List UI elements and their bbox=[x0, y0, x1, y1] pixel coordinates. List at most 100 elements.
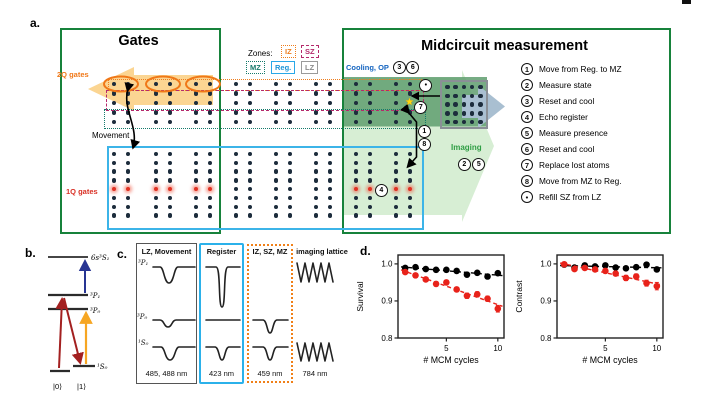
zone-atom bbox=[247, 100, 253, 106]
wavelength-0: 485, 488 nm bbox=[145, 369, 188, 378]
zone-chip-sz: SZ bbox=[301, 45, 319, 58]
1q-gate-atom bbox=[125, 186, 131, 192]
potential-box-register bbox=[199, 243, 244, 384]
step-text: Move from MZ to Reg. bbox=[539, 176, 622, 186]
data-point bbox=[494, 269, 502, 277]
step-text: Reset and cool bbox=[539, 96, 595, 106]
register-atom bbox=[327, 213, 333, 218]
register-atom bbox=[273, 195, 279, 201]
1q-gate-atom bbox=[207, 186, 213, 192]
panel-c-label: c. bbox=[117, 247, 128, 261]
curve-lzmove-3p1 bbox=[152, 266, 196, 284]
step-text: Refill SZ from LZ bbox=[539, 192, 602, 202]
potential-title-1: Register bbox=[206, 247, 237, 256]
cooling-op-label: Cooling, OP bbox=[346, 62, 389, 72]
data-point bbox=[653, 266, 661, 273]
register-atom bbox=[313, 160, 319, 166]
data-point bbox=[484, 273, 491, 280]
register-atom bbox=[273, 213, 279, 218]
gates-box bbox=[60, 28, 221, 234]
potential-title-0: LZ, Movement bbox=[141, 247, 192, 256]
register-atom bbox=[233, 178, 239, 183]
step-number-badge: 2 bbox=[521, 79, 533, 91]
register-atom bbox=[153, 160, 159, 166]
zone-atom bbox=[273, 100, 279, 106]
step-text: Reset and cool bbox=[539, 144, 595, 154]
wavelength-2: 459 nm bbox=[257, 369, 283, 378]
zone-atom bbox=[207, 119, 213, 125]
chart-frame bbox=[397, 254, 505, 339]
register-atom bbox=[111, 151, 117, 157]
zone-chip-mz: MZ bbox=[246, 61, 265, 74]
zone-atom bbox=[247, 81, 253, 87]
mz-zone-box bbox=[104, 108, 426, 129]
register-atom bbox=[153, 151, 159, 157]
zone-atom bbox=[247, 119, 253, 125]
register-atom bbox=[247, 151, 253, 157]
label-ket1: |1⟩ bbox=[77, 382, 86, 391]
zone-atom bbox=[327, 81, 333, 87]
mcm-step-item: 3 Reset and cool bbox=[521, 95, 671, 107]
data-point bbox=[612, 270, 619, 277]
gates-title: Gates bbox=[118, 33, 159, 49]
data-point bbox=[581, 264, 589, 272]
zone-atom bbox=[247, 91, 253, 96]
register-atom bbox=[111, 169, 117, 174]
data-point bbox=[571, 265, 578, 273]
register-atom bbox=[327, 204, 333, 210]
data-point bbox=[432, 280, 440, 288]
potential-title-3: imaging lattice bbox=[296, 247, 348, 256]
zone-atom bbox=[313, 100, 319, 106]
register-atom bbox=[233, 186, 239, 192]
data-point bbox=[432, 266, 440, 274]
register-atom bbox=[125, 195, 131, 201]
data-point bbox=[453, 267, 460, 275]
register-atom bbox=[233, 160, 239, 166]
step-text: Measure presence bbox=[539, 128, 608, 138]
zone-atom bbox=[273, 91, 279, 96]
zone-atom bbox=[233, 119, 239, 125]
zone-atom bbox=[111, 110, 117, 115]
zone-atom bbox=[153, 119, 159, 125]
curve-lzmove-1s0 bbox=[152, 346, 196, 361]
pump-down-arrow bbox=[63, 297, 84, 365]
panel-a-label: a. bbox=[30, 16, 41, 30]
y-axis-label: Contrast bbox=[514, 280, 524, 313]
potential-title-2: IZ, SZ, MZ bbox=[252, 247, 288, 256]
mcm-box bbox=[342, 28, 671, 234]
pump-up-arrow bbox=[55, 297, 68, 369]
register-atom bbox=[287, 186, 293, 192]
panel-b-label: b. bbox=[25, 246, 36, 260]
zone-atom bbox=[313, 81, 319, 87]
data-point bbox=[422, 265, 430, 273]
zone-atom bbox=[111, 119, 117, 125]
data-point bbox=[591, 266, 599, 273]
register-atom bbox=[287, 160, 293, 166]
step-number-badge: 6 bbox=[521, 143, 533, 155]
register-atom bbox=[111, 160, 117, 166]
register-atom bbox=[125, 213, 131, 218]
level-diagram: 6s³S₁ ³P₁ ³P₀ ¹S₀ |0⟩ |1⟩ bbox=[48, 254, 110, 391]
register-atom bbox=[287, 213, 293, 218]
label-ket0: |0⟩ bbox=[53, 382, 62, 391]
data-point bbox=[653, 282, 661, 290]
step-number-badge: 3 bbox=[521, 95, 533, 107]
zone-atom bbox=[313, 110, 319, 115]
register-atom bbox=[313, 186, 319, 192]
register-atom bbox=[193, 204, 199, 210]
step-number-badge: 5 bbox=[521, 127, 533, 139]
data-point bbox=[463, 271, 471, 278]
zone-atom bbox=[153, 110, 159, 115]
register-atom bbox=[247, 160, 253, 166]
register-atom bbox=[247, 195, 253, 201]
zone-atom bbox=[287, 91, 293, 96]
register-atom bbox=[125, 151, 131, 157]
label-6s3s1: 6s³S₁ bbox=[91, 254, 110, 262]
register-atom bbox=[207, 160, 213, 166]
data-point bbox=[632, 263, 640, 271]
y-tick-label: 0.9 bbox=[540, 297, 552, 306]
register-atom bbox=[273, 178, 279, 183]
label-3p1: ³P₁ bbox=[90, 292, 101, 300]
